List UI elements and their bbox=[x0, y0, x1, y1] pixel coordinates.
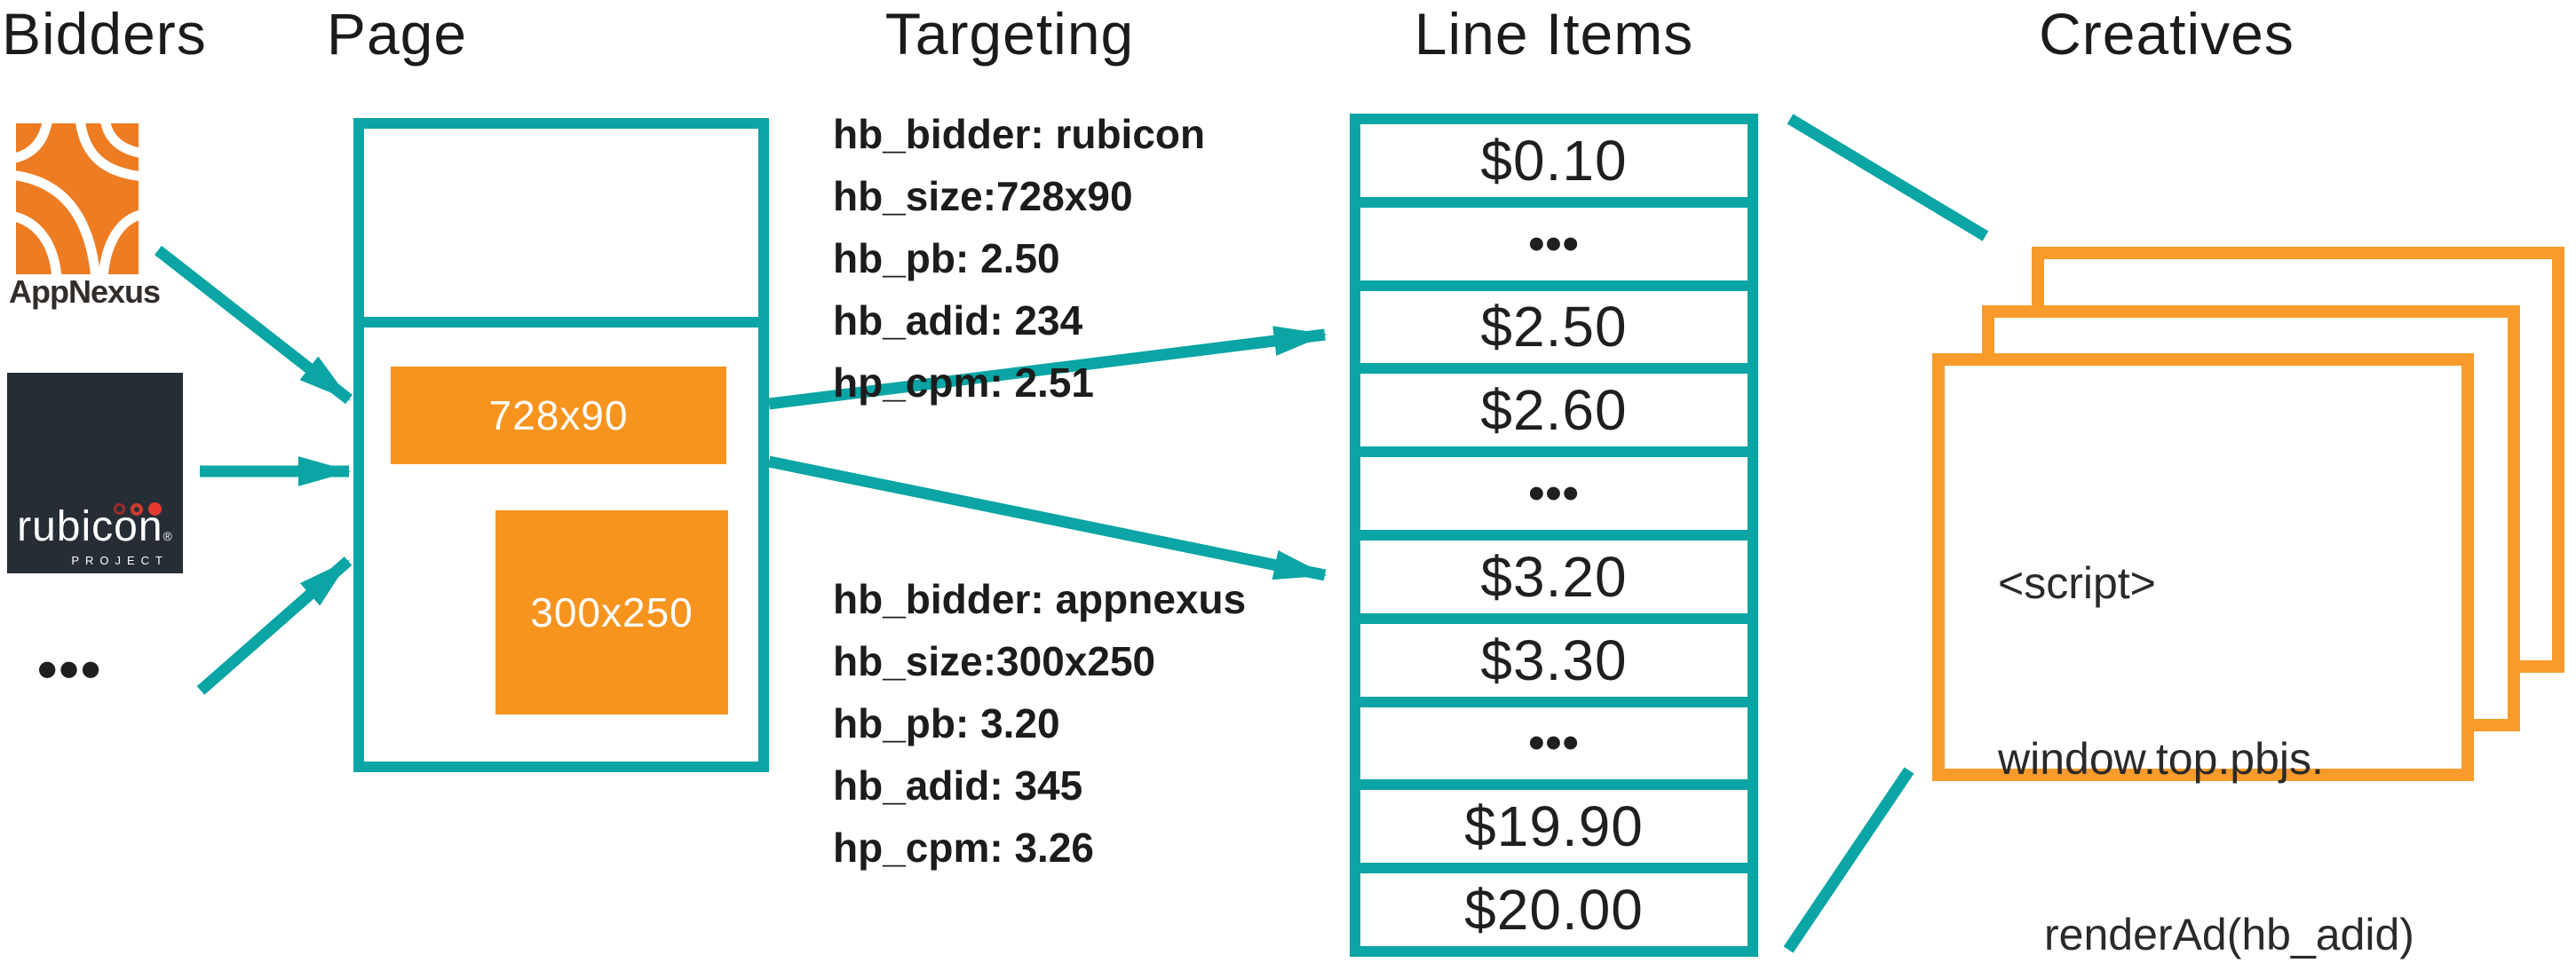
creative-code-snippet: <script> window.top.pbjs. renderAd(hb_ad… bbox=[1998, 437, 2414, 963]
line-item-row: $20.00 bbox=[1360, 863, 1748, 946]
arrow-page-to-lineitem-250 bbox=[768, 326, 1328, 410]
rubicon-logo-dots-icon bbox=[114, 502, 162, 516]
line-item-price: $3.20 bbox=[1480, 544, 1628, 609]
section-title-creatives: Creatives bbox=[2039, 1, 2295, 67]
targeting-line: hp_cpm: 3.26 bbox=[833, 825, 1094, 871]
targeting-line: hb_bidder: rubicon bbox=[833, 111, 1206, 157]
code-line: <script> bbox=[1998, 558, 2156, 608]
line-item-row: $2.60 bbox=[1360, 363, 1748, 446]
targeting-line: hb_size:728x90 bbox=[833, 173, 1133, 219]
line-item-price: $2.50 bbox=[1480, 295, 1628, 359]
ad-slot-728x90: 728x90 bbox=[391, 367, 726, 464]
line-item-price: $20.00 bbox=[1464, 878, 1644, 943]
targeting-block-rubicon: hb_bidder: rubicon hb_size:728x90 hb_pb:… bbox=[833, 103, 1205, 414]
appnexus-logo-icon bbox=[16, 122, 139, 275]
arrow-more-bidders-to-page bbox=[196, 556, 353, 695]
line-item-row: $0.10 bbox=[1360, 124, 1748, 197]
rubicon-project-subtext: PROJECT bbox=[71, 554, 169, 567]
section-title-page: Page bbox=[326, 1, 468, 67]
arrow-page-to-lineitem-320 bbox=[767, 455, 1328, 581]
targeting-line: hb_adid: 345 bbox=[833, 762, 1083, 809]
line-item-ellipsis: ••• bbox=[1528, 468, 1580, 520]
line-item-price: $19.90 bbox=[1464, 794, 1644, 859]
page-header-divider bbox=[364, 317, 758, 328]
creative-card-front: <script> window.top.pbjs. renderAd(hb_ad… bbox=[1932, 353, 2474, 959]
line-item-ellipsis: ••• bbox=[1528, 217, 1580, 270]
line-lineitems-to-creatives-top bbox=[1787, 114, 1989, 241]
rubicon-wordmark: rubicon® bbox=[17, 503, 173, 550]
targeting-line: hb_adid: 234 bbox=[833, 297, 1083, 343]
line-item-row: ••• bbox=[1360, 696, 1748, 780]
targeting-line: hb_size:300x250 bbox=[833, 638, 1156, 684]
line-item-ellipsis: ••• bbox=[1528, 717, 1580, 770]
targeting-line: hb_bidder: appnexus bbox=[833, 576, 1247, 622]
line-items-table: $0.10 ••• $2.50 $2.60 ••• $3.20 $3.30 ••… bbox=[1350, 114, 1758, 957]
targeting-line: hb_pb: 3.20 bbox=[833, 700, 1060, 746]
line-item-row: $19.90 bbox=[1360, 779, 1748, 863]
line-item-row: ••• bbox=[1360, 446, 1748, 530]
line-item-price: $0.10 bbox=[1480, 128, 1628, 193]
section-title-line-items: Line Items bbox=[1414, 1, 1694, 67]
ad-slot-300x250: 300x250 bbox=[495, 510, 728, 714]
arrow-appnexus-to-page bbox=[154, 245, 353, 405]
line-item-row: $2.50 bbox=[1360, 280, 1748, 364]
line-item-row: $3.30 bbox=[1360, 612, 1748, 697]
line-item-price: $3.30 bbox=[1480, 628, 1628, 692]
targeting-line: hp_cpm: 2.51 bbox=[833, 359, 1094, 406]
code-line: window.top.pbjs. bbox=[1998, 734, 2324, 784]
page-wireframe: 728x90 300x250 bbox=[353, 118, 769, 772]
section-title-targeting: Targeting bbox=[884, 1, 1135, 67]
registered-mark: ® bbox=[162, 529, 173, 543]
targeting-block-appnexus: hb_bidder: appnexus hb_size:300x250 hb_p… bbox=[833, 568, 1246, 879]
code-line: renderAd(hb_adid) bbox=[2044, 910, 2414, 959]
line-lineitems-to-creatives-bottom bbox=[1783, 767, 1914, 953]
appnexus-label: AppNexus bbox=[9, 273, 161, 310]
section-title-bidders: Bidders bbox=[2, 1, 207, 67]
line-item-row: ••• bbox=[1360, 196, 1748, 280]
line-item-price: $2.60 bbox=[1480, 378, 1628, 443]
more-bidders-ellipsis: ••• bbox=[37, 637, 103, 701]
rubicon-project-logo: rubicon® PROJECT bbox=[7, 373, 183, 573]
line-item-row: $3.20 bbox=[1360, 529, 1748, 613]
targeting-line: hb_pb: 2.50 bbox=[833, 235, 1060, 281]
